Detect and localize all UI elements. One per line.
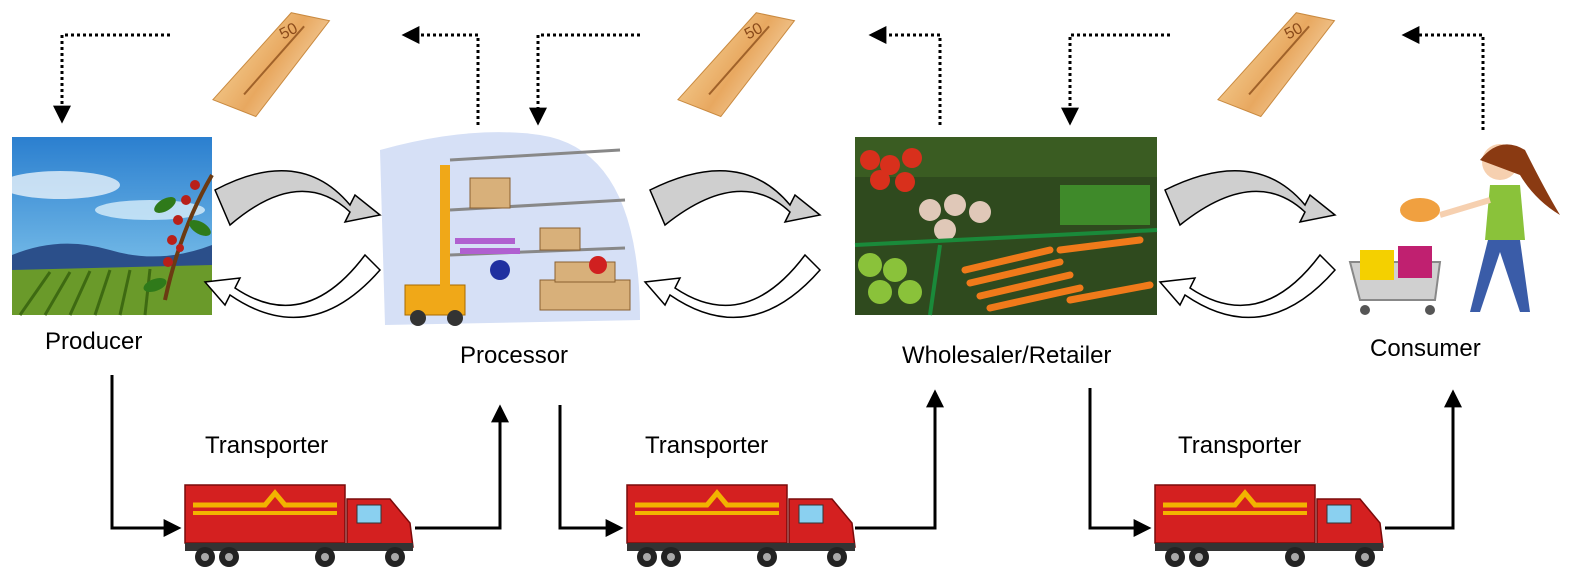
cycle-arrow-forward bbox=[649, 170, 822, 227]
transport-arrow-out bbox=[415, 404, 509, 530]
cycle-arrow-back bbox=[1158, 253, 1337, 319]
transporter-label: Transporter bbox=[1178, 432, 1302, 459]
cycle-arrow-forward bbox=[1164, 170, 1337, 227]
money-arrow-to-wholesaler bbox=[1061, 33, 1170, 126]
cycle-arrow-back bbox=[203, 253, 382, 319]
truck-icon bbox=[184, 484, 414, 567]
consumer-image bbox=[1348, 144, 1560, 315]
consumer-label: Consumer bbox=[1370, 335, 1481, 362]
processor-image bbox=[380, 132, 640, 326]
cycle-arrow-forward bbox=[214, 170, 382, 227]
transport-arrow-in bbox=[110, 375, 182, 537]
producer-label: Producer bbox=[45, 328, 143, 355]
money-arrow-to-producer bbox=[53, 33, 170, 124]
wholesaler-retailer-label: Wholesaler/Retailer bbox=[902, 342, 1112, 369]
producer-image bbox=[0, 137, 214, 316]
transport-arrow-in bbox=[1088, 388, 1152, 537]
transport-arrow-out bbox=[855, 389, 944, 530]
svg-text:50: 50 bbox=[277, 20, 301, 43]
money-arrow-from-processor bbox=[401, 26, 480, 125]
truck-icon bbox=[1154, 484, 1384, 567]
money-arrow-from-consumer bbox=[1401, 26, 1485, 130]
transport-arrow-out bbox=[1385, 389, 1462, 530]
money-arrow-to-processor bbox=[529, 33, 640, 126]
truck-icon bbox=[626, 484, 856, 567]
transporter-label: Transporter bbox=[205, 432, 329, 459]
transport-arrow-in bbox=[558, 405, 624, 537]
money-note-icon: 50 bbox=[1217, 12, 1336, 118]
cycle-arrows bbox=[203, 170, 1337, 319]
money-arrow-from-wholesaler bbox=[868, 26, 942, 125]
cycle-arrow-back bbox=[643, 253, 822, 319]
transport-arrows bbox=[110, 375, 1462, 537]
svg-text:50: 50 bbox=[742, 20, 766, 43]
svg-text:50: 50 bbox=[1282, 20, 1306, 43]
transporter-label: Transporter bbox=[645, 432, 769, 459]
money-flow-arrows bbox=[53, 26, 1485, 130]
money-note-icon: 50 bbox=[677, 12, 796, 118]
processor-label: Processor bbox=[460, 342, 569, 369]
money-note-icon: 50 bbox=[212, 12, 331, 118]
wholesaler-image bbox=[854, 137, 1158, 316]
